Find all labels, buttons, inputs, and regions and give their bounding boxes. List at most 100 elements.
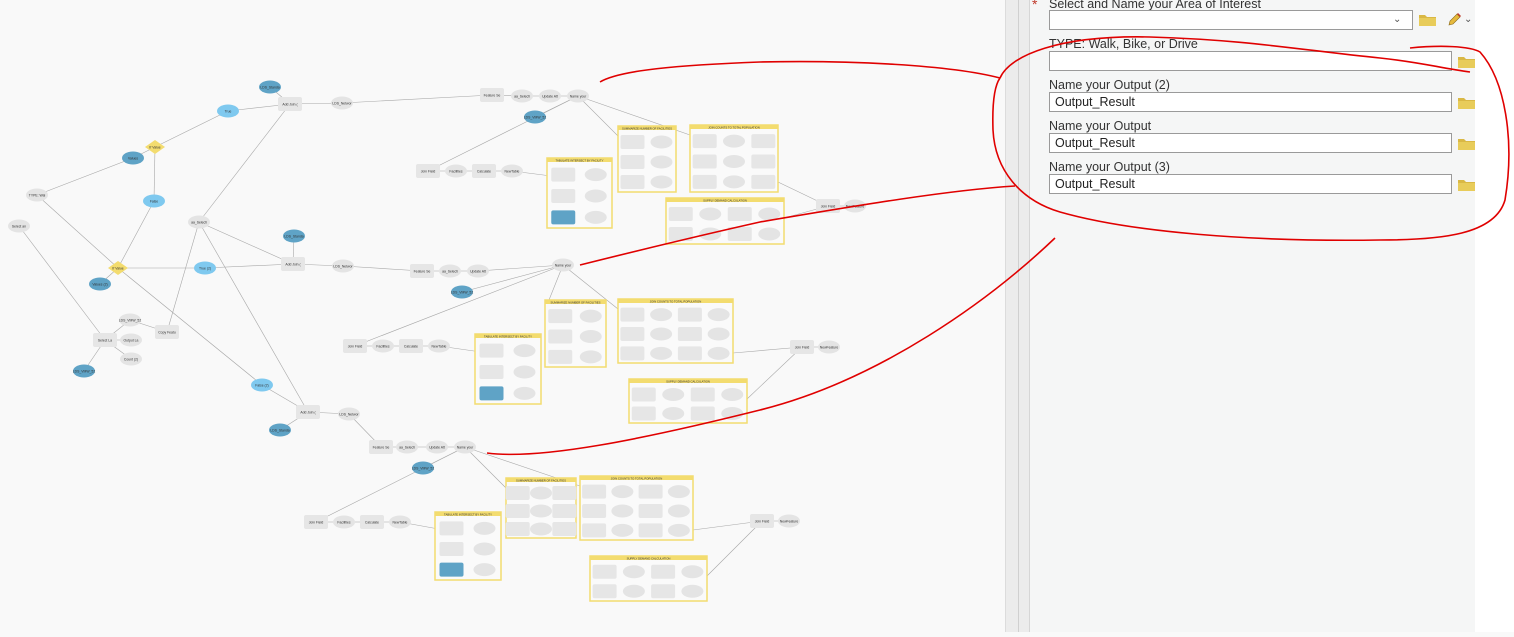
tool-node[interactable] (751, 134, 776, 149)
output-data-node[interactable] (473, 542, 496, 556)
output2-input[interactable]: Output_Result (1049, 92, 1452, 112)
output-data-node[interactable] (513, 344, 536, 358)
output-data-node[interactable] (530, 486, 552, 500)
input-data-node[interactable] (89, 277, 111, 291)
output-data-node[interactable] (707, 327, 730, 341)
input-data-node[interactable] (283, 229, 305, 243)
tool-node[interactable] (551, 189, 576, 203)
output-data-node[interactable] (579, 309, 602, 323)
tool-node[interactable] (677, 327, 702, 341)
output-data-node[interactable] (120, 352, 142, 366)
tool-node[interactable] (620, 175, 645, 189)
tool-node[interactable] (552, 522, 577, 536)
output-data-node[interactable] (439, 264, 461, 278)
tool-node[interactable] (439, 542, 464, 556)
output-data-node[interactable] (584, 189, 607, 203)
condition-node[interactable] (145, 140, 165, 154)
output-data-node[interactable] (699, 207, 722, 221)
output-data-node[interactable] (611, 485, 634, 499)
output-data-node[interactable] (188, 215, 210, 229)
tool-node[interactable] (548, 349, 573, 364)
output3-input[interactable]: Output_Result (1049, 174, 1452, 194)
output-data-node[interactable] (650, 327, 673, 341)
tool-node[interactable] (638, 523, 663, 538)
output-data-node[interactable] (650, 175, 673, 189)
tool-node[interactable] (278, 97, 302, 111)
model-diagram[interactable]: TABULATE INTERSECT BY FACILITYSUMMARIZE … (0, 0, 1005, 632)
tool-node[interactable] (155, 325, 179, 339)
tool-node[interactable] (399, 339, 423, 353)
tool-node[interactable] (692, 154, 717, 169)
output-data-node[interactable] (428, 339, 450, 353)
tool-node[interactable] (690, 406, 715, 421)
folder-icon[interactable] (1458, 137, 1475, 150)
output-data-node[interactable] (454, 440, 476, 454)
folder-icon[interactable] (1458, 96, 1475, 109)
output-data-node[interactable] (396, 440, 418, 454)
output-data-node[interactable] (332, 259, 354, 273)
tool-node[interactable] (480, 88, 504, 102)
tool-node[interactable] (369, 440, 393, 454)
input-data-node[interactable] (259, 80, 281, 94)
output-data-node[interactable] (662, 388, 685, 401)
tool-node[interactable] (505, 522, 530, 536)
tool-node[interactable] (638, 484, 663, 499)
tool-node[interactable] (472, 164, 496, 178)
aoi-dropdown[interactable] (1049, 10, 1413, 30)
folder-icon[interactable] (1458, 178, 1475, 191)
tool-node[interactable] (281, 257, 305, 271)
output-data-node[interactable] (681, 565, 704, 579)
output-data-node[interactable] (707, 346, 730, 360)
output-data-node[interactable] (650, 308, 673, 322)
tool-node[interactable] (620, 327, 645, 341)
output-data-node[interactable] (338, 407, 360, 421)
output-data-node[interactable] (513, 365, 536, 379)
condition-node[interactable] (108, 261, 128, 275)
output-data-node[interactable] (26, 188, 48, 202)
input-data-node[interactable] (524, 110, 546, 124)
output-data-node[interactable] (707, 308, 730, 322)
tool-node[interactable] (582, 523, 607, 538)
output-data-node[interactable] (8, 219, 30, 233)
output-data-node[interactable] (511, 89, 533, 103)
tool-node[interactable] (727, 227, 752, 241)
output-data-node[interactable] (331, 96, 353, 110)
tool-node[interactable] (620, 346, 645, 361)
output-data-node[interactable] (579, 350, 602, 364)
tool-node[interactable] (631, 406, 656, 421)
type-input[interactable] (1049, 51, 1452, 71)
output-data-node[interactable] (539, 89, 561, 103)
tool-node[interactable] (439, 562, 464, 577)
output-data-node[interactable] (473, 521, 496, 535)
output-data-node[interactable] (758, 227, 781, 241)
output-data-node[interactable] (567, 89, 589, 103)
tool-node[interactable] (638, 504, 663, 518)
tool-node[interactable] (93, 333, 117, 347)
output-data-node[interactable] (778, 514, 800, 528)
tool-node[interactable] (620, 155, 645, 169)
tool-node[interactable] (505, 504, 530, 518)
tool-node[interactable] (620, 135, 645, 149)
panel-splitter[interactable] (1005, 0, 1030, 632)
output-data-node[interactable] (667, 485, 690, 499)
output-data-node[interactable] (650, 135, 673, 149)
tool-node[interactable] (620, 307, 645, 322)
output-data-node[interactable] (584, 210, 607, 224)
output-data-node[interactable] (662, 407, 685, 420)
output-data-node[interactable] (579, 330, 602, 343)
pencil-icon[interactable] (1446, 12, 1462, 28)
output-data-node[interactable] (650, 346, 673, 360)
output-data-node[interactable] (120, 333, 142, 347)
input-data-node[interactable] (412, 461, 434, 475)
tool-node[interactable] (551, 210, 576, 225)
tool-node[interactable] (410, 264, 434, 278)
tool-node[interactable] (751, 154, 776, 169)
tool-node[interactable] (479, 365, 504, 379)
variable-node[interactable] (251, 378, 273, 392)
output-data-node[interactable] (622, 565, 645, 579)
tool-node[interactable] (750, 514, 774, 528)
output-data-node[interactable] (530, 522, 552, 536)
tool-node[interactable] (296, 405, 320, 419)
tool-node[interactable] (552, 486, 577, 500)
